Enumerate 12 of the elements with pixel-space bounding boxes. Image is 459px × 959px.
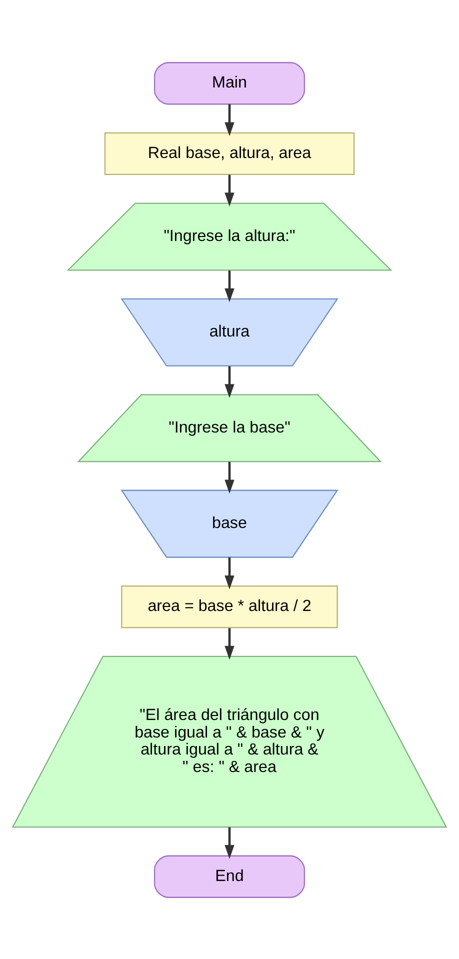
arrow — [224, 556, 234, 589]
node-box: End — [154, 854, 306, 898]
node-box: Main — [154, 62, 306, 104]
arrow — [224, 104, 234, 136]
arrow — [224, 270, 234, 302]
arrow — [224, 628, 234, 660]
node-box: Real base, altura, area — [104, 132, 355, 175]
arrow — [224, 366, 234, 398]
arrow — [224, 174, 234, 206]
arrow — [224, 826, 234, 858]
node-box: area = base * altura / 2 — [121, 585, 338, 628]
arrow — [224, 461, 234, 494]
